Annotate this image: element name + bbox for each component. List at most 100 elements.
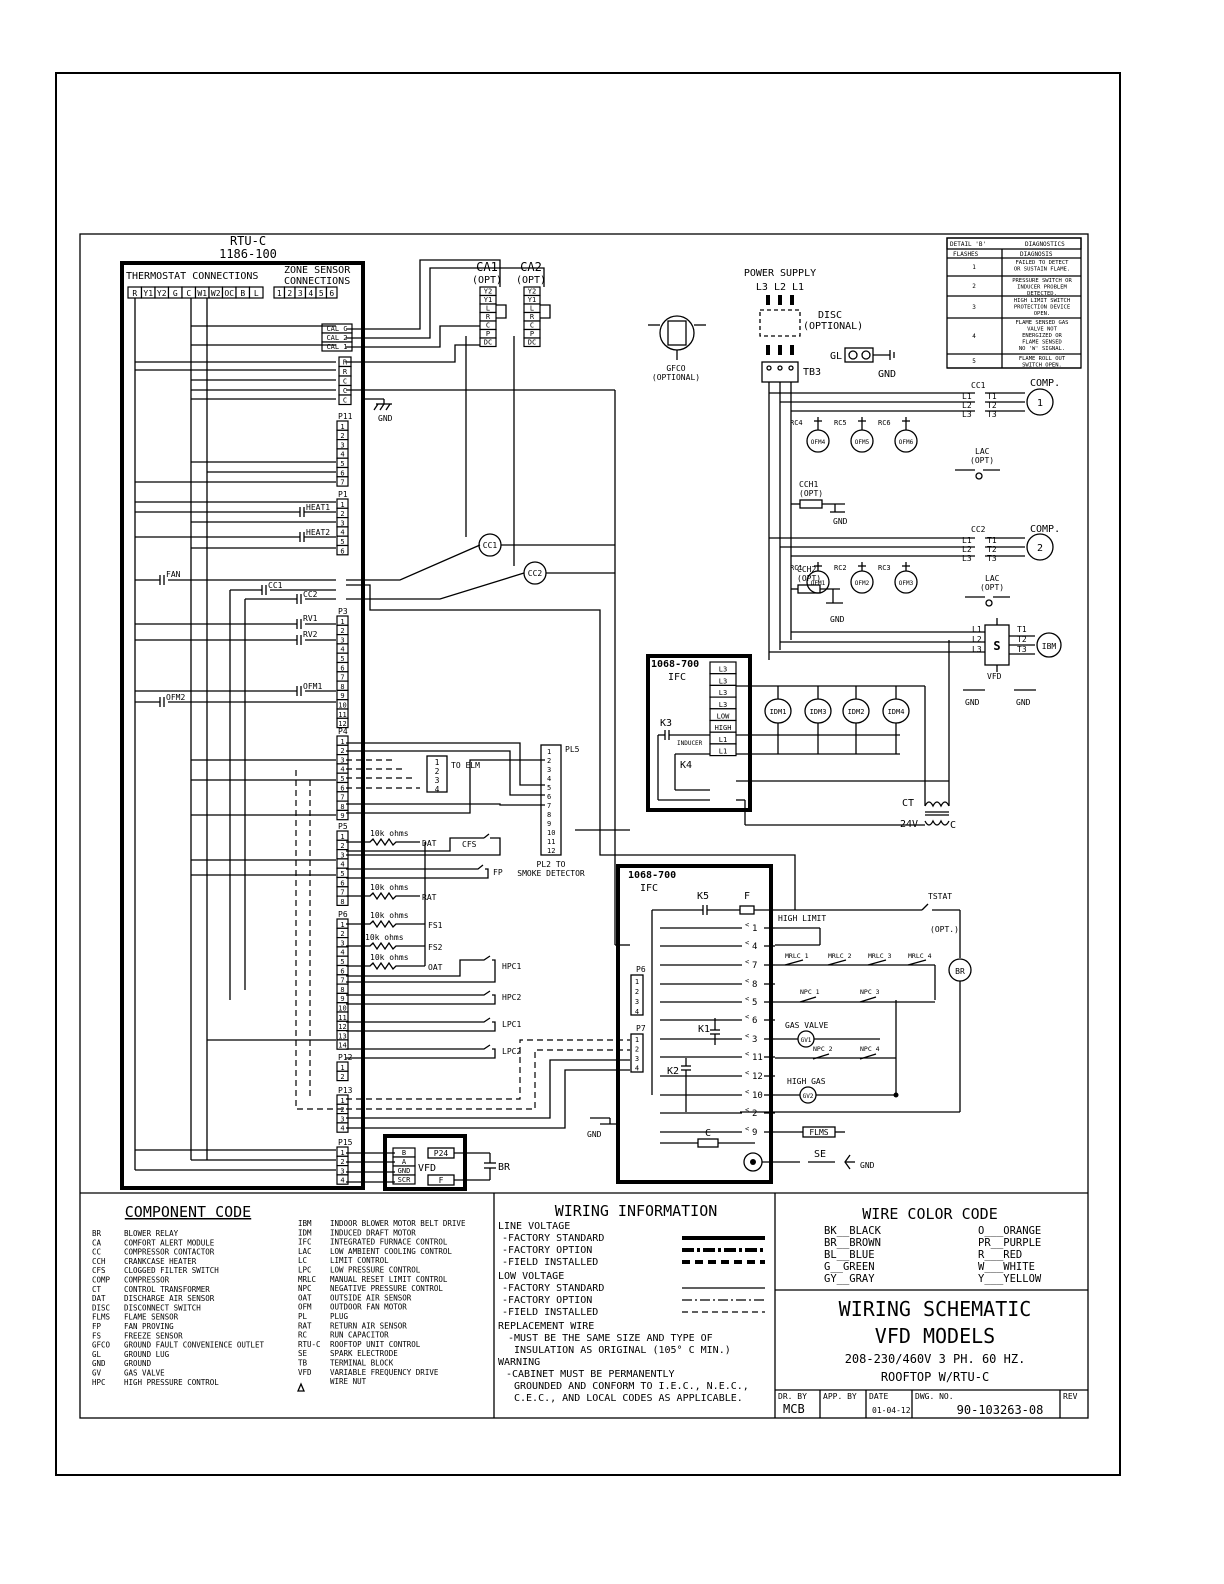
plug-5-pin-10: 11 [338, 1014, 346, 1022]
se-gnd-label: GND [860, 1161, 875, 1170]
pl5-pin-2: 3 [547, 766, 551, 774]
plug-0-pin-4: 5 [340, 460, 344, 468]
wire-color-right-4: Y___YELLOW [978, 1273, 1042, 1285]
compressor-2-symbol [1026, 533, 1054, 561]
plug-2-pin-3: 4 [340, 646, 344, 654]
cc2-coil: CC2 [528, 569, 543, 578]
rat-resistor: 10k ohms [370, 883, 409, 892]
ifc-bottom-name: IFC [640, 883, 658, 894]
wiring-information: WIRING INFORMATION LINE VOLTAGE -FACTORY… [498, 1193, 776, 1418]
title-line-3: 208-230/460V 3 PH. 60 HZ. [845, 1352, 1026, 1366]
plug-4-pin-1: 2 [340, 842, 344, 850]
diag-diagnosis-4-0: FLAME ROLL OUT [1019, 356, 1066, 362]
ifc-top-terminal-6: L1 [719, 736, 727, 744]
wiring-warn-3: C.E.C., AND LOCAL CODES AS APPLICABLE. [514, 1393, 743, 1404]
component-right-abbr-6: MRLC [298, 1275, 316, 1284]
plug-5-pin-11: 12 [338, 1023, 346, 1031]
plug-0-pin-1: 2 [340, 432, 344, 440]
elm-pin-3: 3 [435, 776, 440, 785]
pl5-label: PL5 [565, 745, 580, 754]
wire-color-left-4: GY__GRAY [824, 1273, 875, 1285]
ifc-top-k3: K3 [660, 718, 672, 729]
dr-by-value: MCB [783, 1402, 805, 1416]
diag-diagnosis-3-2: ENERGIZED OR [1022, 333, 1062, 339]
pl5-pin-9: 10 [547, 829, 555, 837]
component-left-desc-6: CONTROL TRANSFORMER [124, 1285, 210, 1294]
ofm-motor-label-0: OFM4 [811, 439, 826, 446]
ca2-terminal-5: P [530, 330, 534, 338]
ifc-pin-2: 7 [752, 961, 757, 971]
ifc-pin-6: 3 [752, 1035, 757, 1045]
plug-7-pin-0: 1 [340, 1097, 344, 1105]
component-right-desc-11: RETURN AIR SENSOR [330, 1321, 407, 1330]
wiring-lv-field: -FIELD INSTALLED [502, 1257, 598, 1268]
plug-label-p13: P13 [338, 1086, 353, 1095]
diag-flashes-1: 2 [972, 283, 976, 290]
gnd-label-rtu: GND [378, 414, 393, 423]
mrlc-switch-1 [827, 959, 847, 966]
wire-color-left: BK__BLACKBR__BROWNBL__BLUEG__GREENGY__GR… [824, 1225, 882, 1285]
plug-4-pin-2: 3 [340, 851, 344, 859]
gl-label: GL [830, 351, 842, 362]
plug-6-pin-1: 2 [340, 1073, 344, 1081]
component-left-desc-5: COMPRESSOR [124, 1276, 170, 1285]
plug-1-pin-box-5 [336, 544, 349, 556]
component-left-desc-9: FLAME SENSOR [124, 1313, 179, 1322]
run-capacitor-3: RC1 [790, 564, 803, 572]
plug-label-p11: P11 [338, 412, 353, 421]
ca2-terminal-4: C [530, 322, 534, 330]
plug-3-pin-8: 9 [340, 812, 344, 820]
ifc-top-board [646, 654, 752, 812]
ifc-top-terminal-box-7 [709, 743, 737, 757]
vfd-l2: L2 [972, 635, 982, 644]
plug-3-pin-7: 8 [340, 803, 344, 811]
diag-col-flashes: FLASHES [953, 251, 979, 258]
cch1-label: CCH1 [799, 480, 818, 489]
plug-0-pin-2: 3 [340, 441, 344, 449]
wiring-lv-std: -FACTORY STANDARD [502, 1233, 604, 1244]
component-right-desc-5: LOW PRESSURE CONTROL [330, 1266, 421, 1275]
tstat-terminal-3: G [173, 289, 178, 298]
cc2-t1: T1 [987, 536, 997, 545]
cal-terminal-1: CAL 2 [326, 334, 347, 342]
ifc-pin-arrow-10: < [745, 1106, 749, 1114]
wire-color-right-2: R___RED [978, 1249, 1022, 1261]
vfd-l1: L1 [972, 625, 982, 634]
ca1-label: CA1 [476, 260, 498, 274]
plug-5-pin-3: 4 [340, 949, 344, 957]
pl5-pin-1: 2 [547, 757, 551, 765]
pl5-pin-4: 5 [547, 784, 551, 792]
diag-flashes-4: 5 [972, 358, 976, 365]
cc1-l2: L2 [962, 401, 972, 410]
drawing-frame [55, 72, 1121, 1476]
component-left-desc-12: GROUND FAULT CONVENIENCE OUTLET [124, 1341, 264, 1350]
ct-c: C [950, 820, 956, 831]
compressor-2-number: 2 [1037, 543, 1043, 554]
plug-2-pin-9: 10 [338, 702, 346, 710]
cc2-l3: L3 [962, 554, 972, 563]
ca2-terminal-box-6 [523, 337, 541, 348]
pl5-pin-5: 6 [547, 793, 551, 801]
p7-pin-3: 4 [635, 1065, 639, 1073]
diag-title-right: DIAGNOSTICS [1025, 241, 1065, 248]
gnd-symbol-rtu [362, 398, 392, 411]
wire-color-right: O___ORANGEPR__PURPLER___REDW___WHITEY___… [978, 1225, 1042, 1285]
oat-label: OAT [428, 963, 443, 972]
plug-5-pin-7: 8 [340, 986, 344, 994]
mrlc-label-2: MRLC 3 [868, 952, 892, 960]
ifc-bottom: 1068-700 IFC K5 F K1 K2 C P6 P7 11223344… [587, 864, 972, 1184]
wiring-warn-1: -CABINET MUST BE PERMANENTLY [506, 1369, 675, 1380]
pl5-pin-11: 12 [547, 847, 555, 855]
plug-3-pin-1: 2 [340, 747, 344, 755]
plug-5-pin-8: 9 [340, 995, 344, 1003]
relay-rv2: RV2 [303, 630, 318, 639]
plug-label-p15: P15 [338, 1138, 353, 1147]
relay-cc1: CC1 [268, 581, 283, 590]
component-right-abbr-4: LC [298, 1256, 307, 1265]
ifc-top-terminal-7: L1 [719, 748, 727, 756]
npc-label-1: NPC 3 [860, 988, 880, 996]
component-right-abbr-3: LAC [298, 1247, 312, 1256]
date-value: 01-04-12 [872, 1406, 911, 1415]
plug-5-pin-6: 7 [340, 977, 344, 985]
